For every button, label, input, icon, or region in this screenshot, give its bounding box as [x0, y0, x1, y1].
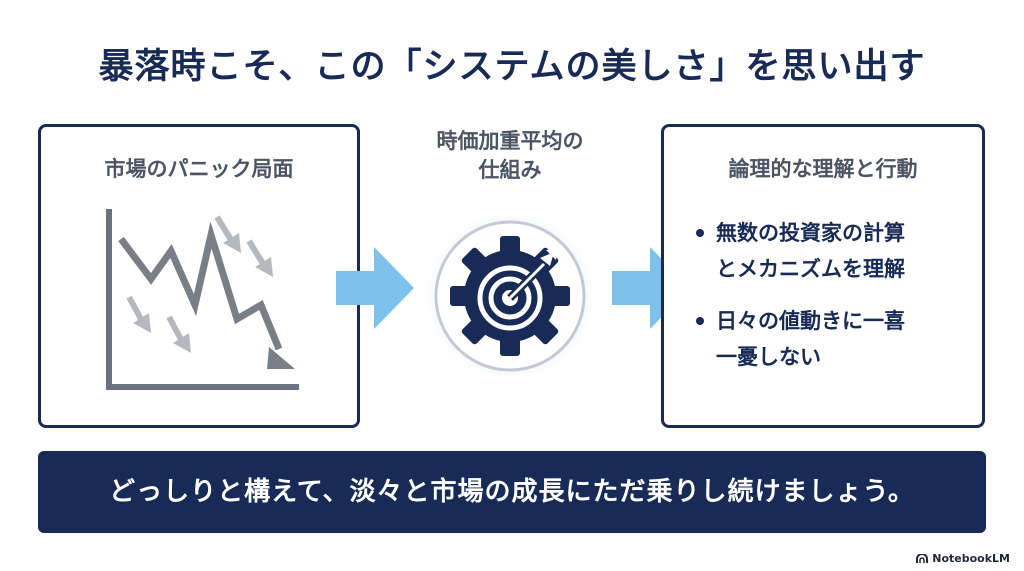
list-item: 無数の投資家の計算 とメカニズムを理解 [694, 215, 974, 287]
bullet-text-line1: 日々の値動きに一喜 [716, 309, 905, 333]
mechanism-heading-line1: 時価加重平均の [436, 129, 584, 153]
watermark-text: NotebookLM [932, 552, 1010, 565]
flow-arrow-icon [612, 247, 690, 329]
down-arrow-icon [126, 295, 151, 333]
conclusion-banner: どっしりと構えて、淡々と市場の成長にただ乗りし続けましょう。 [38, 451, 986, 533]
down-arrow-icon [214, 215, 241, 253]
crash-chart-icon [106, 209, 299, 390]
market-panic-heading: 市場のパニック局面 [104, 157, 294, 181]
mechanism-heading-line2: 仕組み [478, 158, 542, 182]
falling-price-line [118, 221, 283, 351]
chart-axes [106, 209, 299, 390]
notebooklm-logo-icon [916, 553, 929, 563]
bullet-dot-icon [696, 229, 704, 237]
bullet-text-line1: 無数の投資家の計算 [716, 221, 905, 245]
bullet-text-line2: 一憂しない [716, 345, 821, 369]
flow-arrow-icon [336, 247, 414, 329]
down-arrows [126, 215, 273, 353]
page-title: 暴落時こそ、この「システムの美しさ」を思い出す [98, 47, 926, 87]
market-panic-panel: 市場のパニック局面 [38, 124, 360, 428]
falling-line-arrowhead [267, 347, 295, 369]
logical-action-heading: 論理的な理解と行動 [728, 157, 918, 181]
list-item: 日々の値動きに一喜 一憂しない [694, 303, 974, 375]
bullet-text-line2: とメカニズムを理解 [716, 257, 905, 281]
down-arrow-icon [246, 239, 273, 277]
conclusion-text: どっしりと構えて、淡々と市場の成長にただ乗りし続けましょう。 [109, 477, 915, 507]
logical-action-panel: 論理的な理解と行動 無数の投資家の計算 とメカニズムを理解 日々の値動きに一喜 … [661, 124, 985, 428]
mechanism-heading: 時価加重平均の 仕組み [400, 127, 620, 185]
notebooklm-watermark: NotebookLM [916, 552, 1010, 565]
down-arrow-icon [166, 315, 191, 353]
action-bullet-list: 無数の投資家の計算 とメカニズムを理解 日々の値動きに一喜 一憂しない [694, 215, 974, 391]
gear-target-icon [422, 208, 598, 384]
bullet-dot-icon [696, 317, 704, 325]
